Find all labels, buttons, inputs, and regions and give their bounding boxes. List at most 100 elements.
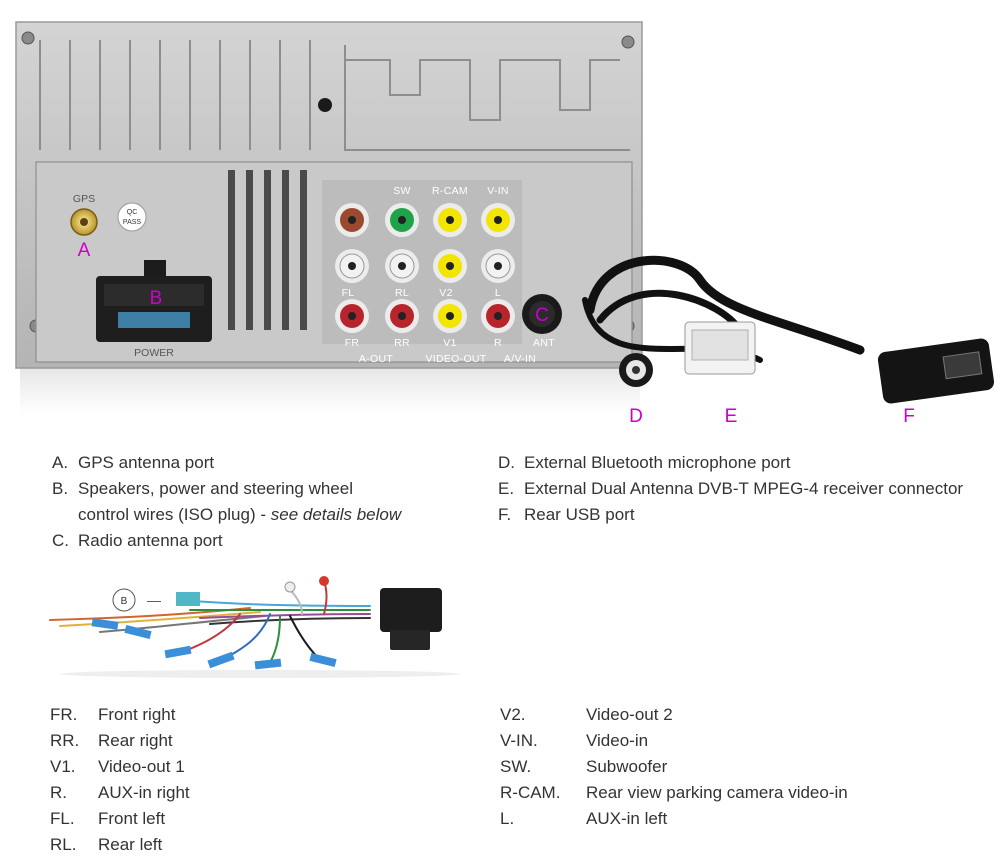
abbreviation-item: FR. Front right [50,702,190,728]
legend-text: control wires (ISO plug) - [78,505,271,524]
rl-label: RL [395,287,409,299]
abbreviation-text: Front right [98,705,176,724]
abbreviation-item: V-IN. Video-in [500,728,848,754]
l-label: L [495,287,501,299]
abbreviation-text: Rear left [98,835,163,854]
legend-item: F. Rear USB port [498,502,963,528]
legend-key: A. [52,453,69,472]
abbreviation-key: FR. [50,705,78,724]
rcam-label: R-CAM [432,185,468,197]
legend-item: C. Radio antenna port [52,528,401,554]
legend-item: D. External Bluetooth microphone port [498,450,963,476]
abbreviation-text: Video-out 1 [98,757,185,776]
rca-row-3 [335,299,515,333]
harness-badge [112,588,136,612]
reflection [20,368,640,413]
legend-text: External Bluetooth microphone port [524,453,791,472]
usb-port [877,338,995,404]
abbreviation-key: V2. [500,705,526,724]
harness-red-plug [319,576,329,586]
svg-text:PASS: PASS [123,219,141,226]
abbreviation-key: R-CAM. [500,783,561,802]
harness-white-plug [284,581,296,593]
chassis-hole [318,98,332,112]
legend-text: Rear USB port [524,505,635,524]
legend-right: D. External Bluetooth microphone port E.… [498,450,963,528]
legend-key [52,502,78,528]
rca-row-1 [335,203,515,237]
videoout-label: VIDEO-OUT [425,353,486,365]
abbreviations-left: FR. Front right RR. Rear right V1. Video-ou… [50,702,190,858]
abbreviation-key: RR. [50,731,80,750]
legend-key: C. [52,531,69,550]
radio-antenna-port [522,294,562,334]
marker-f: F [903,406,915,427]
abbreviation-item: V1. Video-out 1 [50,754,190,780]
ant-label: ANT [533,337,555,349]
legend-text: GPS antenna port [78,453,215,472]
abbreviation-text: Subwoofer [586,757,668,776]
harness-tags [91,618,337,670]
abbreviation-item: RR. Rear right [50,728,190,754]
v1-label: V1 [443,337,456,349]
aout-label: A-OUT [359,353,393,365]
harness-small-connector [176,592,200,606]
marker-b: B [150,288,163,309]
v2-label: V2 [439,287,452,299]
harness-badge-label: B [121,596,128,607]
microphone-jack [619,353,653,387]
legend-key: D. [498,453,515,472]
marker-c: C [535,305,549,326]
fr-label: FR [345,337,360,349]
abbreviation-text: Video-out 2 [586,705,673,724]
rca-row-2 [335,249,515,283]
rr-label: RR [394,337,410,349]
vin-label: V-IN [487,185,509,197]
legend-item: A. GPS antenna port [52,450,401,476]
svg-text:QC: QC [127,209,138,216]
legend-left: A. GPS antenna port B. Speakers, power a… [52,450,401,554]
r-label: R [494,337,502,349]
gps-label: GPS [73,193,95,205]
abbreviation-item: FL.Front left [50,806,190,832]
abbreviation-key: V-IN. [500,731,538,750]
iso-power-connector [96,260,212,342]
abbreviation-item: RL. Rear left [50,832,190,858]
avin-label: A/V-IN [504,353,536,365]
marker-a: A [78,240,91,261]
marker-e: E [725,406,738,427]
abbreviation-item: R-CAM.Rear view parking camera video-in [500,780,848,806]
abbreviation-item: L.AUX-in left [500,806,848,832]
abbreviation-item: SW. Subwoofer [500,754,848,780]
vent-slots [228,170,307,330]
legend-item: control wires (ISO plug) - see details b… [52,502,401,528]
marker-d: D [629,406,643,427]
legend-key: F. [498,505,512,524]
legend-key: B. [52,479,69,498]
abbreviation-text: Rear right [98,731,173,750]
legend-item: E. External Dual Antenna DVB-T MPEG-4 re… [498,476,963,502]
abbreviation-text: Video-in [586,731,649,750]
abbreviation-text: Front left [98,809,166,828]
abbreviation-text: AUX-in right [98,783,190,802]
harness-iso-connector [380,588,442,650]
gps-port [70,208,98,236]
abbreviation-key: SW. [500,757,532,776]
abbreviation-item: R. AUX-in right [50,780,190,806]
receiver-connector [684,321,756,375]
power-label: POWER [134,347,174,359]
harness-shadow [60,670,460,678]
abbreviation-text: AUX-in left [586,809,668,828]
head-unit-rear-illustration: GPS QC PASS POWER SW R-CAM V-IN F L RL V2… [15,21,995,427]
legend-text: Speakers, power and steering wheel [78,479,353,498]
legend-text: External Dual Antenna DVB-T MPEG-4 recei… [524,479,964,498]
abbreviation-key: R. [50,783,67,802]
heat-sink [39,40,630,151]
qc-pass-sticker: QC PASS [117,202,147,232]
abbreviation-key: V1. [50,757,76,776]
abbreviation-key: RL. [50,835,77,854]
wiring-harness-illustration: B — [49,576,460,678]
sw-label: SW [393,185,411,197]
legend-text: Radio antenna port [78,531,223,550]
harness-dash: — [147,592,161,608]
